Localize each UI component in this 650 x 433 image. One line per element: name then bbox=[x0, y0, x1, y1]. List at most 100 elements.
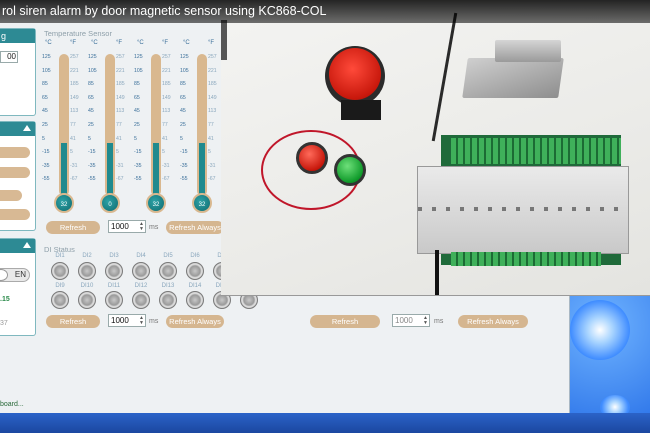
tick-label-c: -55 bbox=[42, 176, 50, 183]
tick-label-f: -31 bbox=[116, 162, 124, 169]
tick-label-f: 77 bbox=[116, 122, 122, 128]
di-ms-label: ms bbox=[149, 318, 159, 325]
di-label: DI2 bbox=[82, 253, 92, 259]
tick-label-c: -15 bbox=[42, 149, 50, 156]
di-section-label: DI Status bbox=[44, 245, 75, 254]
tick-label-f: 41 bbox=[162, 135, 168, 142]
tick-label-f: 221 bbox=[70, 67, 79, 74]
tick-label-c: -15 bbox=[134, 149, 142, 156]
tick-label-c: 125 bbox=[88, 54, 97, 60]
di-indicator bbox=[105, 262, 123, 280]
di-interval-input[interactable]: 1000 ▲▼ bbox=[108, 314, 146, 327]
thermometer-bulb: 32 bbox=[146, 193, 166, 213]
left-panel-network: g 00 bbox=[0, 28, 36, 116]
thermometer-level bbox=[61, 143, 67, 196]
case-vents bbox=[418, 207, 628, 211]
spinner-icon[interactable]: ▲▼ bbox=[139, 221, 144, 232]
tick-label-c: -55 bbox=[88, 176, 96, 183]
temp-ms-label: ms bbox=[149, 224, 159, 231]
left-action-button-1[interactable] bbox=[0, 147, 30, 158]
tick-label-f: 185 bbox=[208, 81, 217, 88]
right-ms-label: ms bbox=[434, 318, 444, 325]
tick-label-f: 5 bbox=[162, 149, 165, 156]
left-panel-settings bbox=[0, 238, 36, 336]
tick-label-f: 77 bbox=[70, 122, 76, 128]
di-indicator bbox=[78, 291, 96, 309]
spinner-icon[interactable]: ▲▼ bbox=[139, 315, 144, 326]
bottom-link[interactable]: board... bbox=[0, 401, 24, 408]
di-indicator bbox=[159, 262, 177, 280]
tick-label-f: 5 bbox=[116, 149, 119, 156]
di-indicator bbox=[51, 291, 69, 309]
temp-refresh-button[interactable]: Refresh bbox=[46, 221, 100, 234]
tick-label-c: -35 bbox=[134, 162, 142, 169]
siren bbox=[329, 48, 381, 100]
thermometer-level bbox=[199, 143, 205, 196]
thermometer-level bbox=[107, 143, 113, 196]
tick-label-f: 221 bbox=[162, 67, 171, 74]
tick-label-f: 5 bbox=[70, 149, 73, 156]
collapse-icon[interactable] bbox=[23, 125, 31, 131]
temp-interval-input[interactable]: 1000 ▲▼ bbox=[108, 220, 146, 233]
tick-label-c: -15 bbox=[88, 149, 96, 156]
tick-label-f: 41 bbox=[70, 135, 76, 142]
tick-label-c: 85 bbox=[42, 81, 48, 88]
tick-label-f: -31 bbox=[70, 162, 78, 169]
left-action-button-4[interactable] bbox=[0, 209, 30, 220]
di-label: DI1 bbox=[55, 253, 65, 259]
tick-label-c: -15 bbox=[180, 149, 188, 156]
video-overlay bbox=[221, 0, 650, 296]
status-value: .15 bbox=[0, 296, 10, 303]
temp-refresh-always-button[interactable]: Refresh Always bbox=[166, 221, 224, 234]
di-label: DI4 bbox=[136, 253, 146, 259]
tick-label-c: 85 bbox=[134, 81, 140, 88]
tick-label-c: -35 bbox=[180, 162, 188, 169]
tick-label-c: 45 bbox=[134, 108, 140, 115]
tick-label-c: 105 bbox=[134, 67, 143, 74]
unit-fahrenheit: °F bbox=[208, 40, 215, 46]
tick-label-f: 149 bbox=[116, 94, 125, 101]
ip-input[interactable]: 00 bbox=[0, 51, 18, 63]
di-indicator bbox=[105, 291, 123, 309]
di-indicator bbox=[186, 262, 204, 280]
thermometer-tube bbox=[59, 54, 69, 196]
tick-label-f: 185 bbox=[70, 81, 79, 88]
temp-interval-value: 1000 bbox=[111, 222, 129, 231]
unit-fahrenheit: °F bbox=[162, 40, 169, 46]
tick-label-c: -35 bbox=[42, 162, 50, 169]
tick-label-c: 25 bbox=[134, 122, 140, 128]
left-panel-settings-header bbox=[0, 239, 35, 253]
di-label: DI12 bbox=[134, 283, 148, 289]
left-panel-title: g bbox=[1, 31, 7, 41]
di-indicator bbox=[159, 291, 177, 309]
collapse-icon[interactable] bbox=[23, 242, 31, 248]
left-action-button-2[interactable] bbox=[0, 167, 30, 178]
di-refresh-always-button[interactable]: Refresh Always bbox=[166, 315, 224, 328]
spinner-icon[interactable]: ▲▼ bbox=[423, 315, 428, 326]
tick-label-f: 185 bbox=[116, 81, 125, 88]
tick-label-c: 105 bbox=[180, 67, 189, 74]
unit-fahrenheit: °F bbox=[116, 40, 123, 46]
left-action-button-3[interactable] bbox=[0, 190, 22, 201]
tick-label-f: 113 bbox=[116, 108, 125, 115]
right-interval-input[interactable]: 1000 ▲▼ bbox=[392, 314, 430, 327]
unit-celsius: °C bbox=[137, 40, 144, 46]
di-indicator bbox=[186, 291, 204, 309]
di-label: DI9 bbox=[55, 283, 65, 289]
right-refresh-always-button[interactable]: Refresh Always bbox=[458, 315, 528, 328]
tick-label-f: 77 bbox=[162, 122, 168, 128]
tick-label-c: 45 bbox=[42, 108, 48, 115]
taskbar bbox=[0, 413, 650, 433]
di-label: DI5 bbox=[163, 253, 173, 259]
tick-label-c: 125 bbox=[180, 54, 189, 60]
cable bbox=[221, 20, 227, 60]
di-label: DI13 bbox=[161, 283, 175, 289]
enable-toggle[interactable]: EN bbox=[0, 268, 30, 282]
di-refresh-button[interactable]: Refresh bbox=[46, 315, 100, 328]
door-sensor-magnet bbox=[495, 40, 561, 62]
tick-label-f: 257 bbox=[116, 54, 125, 60]
right-refresh-button[interactable]: Refresh bbox=[310, 315, 380, 328]
